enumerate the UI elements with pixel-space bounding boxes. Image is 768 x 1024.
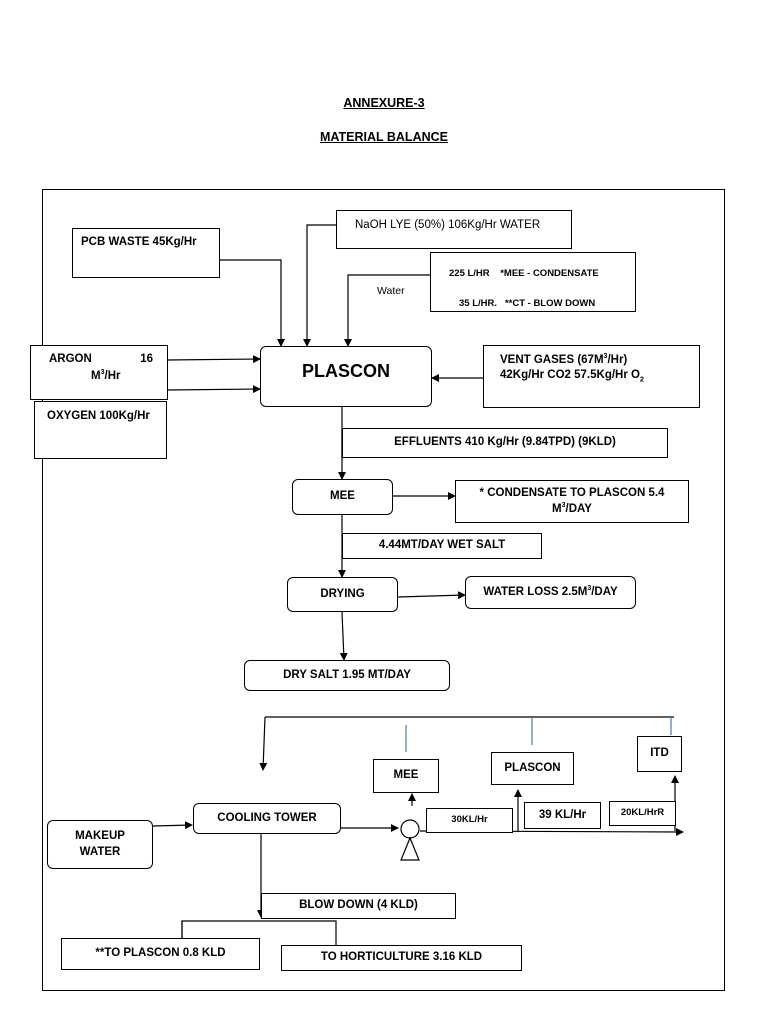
argon-label: ARGON (49, 353, 92, 365)
argon-value: 16 (140, 353, 154, 365)
mee-label: MEE (330, 490, 355, 503)
water-loss-exp: 3 (587, 585, 592, 593)
water-loss-label: WATER LOSS 2.5M (483, 586, 588, 599)
blow-down-box: BLOW DOWN (4 KLD) (261, 893, 456, 919)
water-label: Water (377, 285, 405, 297)
material-balance-title: MATERIAL BALANCE (319, 130, 448, 144)
water-loss-unit: /DAY (591, 586, 618, 599)
water-breakdown-box: 225 L/HR *MEE - CONDENSATE 35 L/HR. **CT… (430, 252, 636, 312)
argon-unit: M (91, 369, 101, 382)
cooling-tower-box: COOLING TOWER (193, 803, 341, 834)
flow-plascon-label: 39 KL/Hr (538, 808, 587, 821)
cooling-plascon-box: PLASCON (491, 752, 574, 785)
naoh-to-plascon-arrow (303, 224, 338, 347)
condensate-box: * CONDENSATE TO PLASCON 5.4 M3/DAY (455, 480, 689, 523)
condensate-exp: 3 (561, 502, 566, 510)
mee-box: MEE (292, 479, 393, 515)
cooling-mee-box: MEE (373, 759, 439, 793)
itd-label: ITD (650, 747, 669, 760)
plascon-label: PLASCON (301, 361, 390, 381)
flow-itd-label: 20KL/HrR (620, 807, 665, 819)
plascon-box: PLASCON (260, 346, 432, 407)
argon-unit-rest: /Hr (104, 369, 121, 382)
condensate-unit: M (552, 502, 562, 515)
wet-salt-box: 4.44MT/DAY WET SALT (342, 533, 542, 559)
drying-label: DRYING (320, 587, 365, 600)
drying-box: DRYING (287, 577, 398, 612)
argon-to-plascon-arrow (166, 355, 261, 364)
flow-mee-label: 30KL/Hr (451, 814, 488, 826)
water-loss-box: WATER LOSS 2.5M3/DAY (465, 576, 636, 609)
pcb-waste-label: PCB WASTE 45Kg/Hr (81, 236, 197, 248)
water-225-value: 225 L/HR (449, 268, 490, 279)
argon-box: ARGON 16 M3/Hr (30, 345, 168, 400)
condensate-label: * CONDENSATE TO PLASCON 5.4 (479, 486, 665, 499)
to-horticulture-box: TO HORTICULTURE 3.16 KLD (281, 945, 522, 971)
cooling-tower-label: COOLING TOWER (217, 811, 317, 824)
drying-to-waterloss-arrow (397, 591, 466, 600)
vent-gases-exp: 3 (603, 353, 608, 360)
flow-itd-box: 20KL/HrR (609, 801, 676, 826)
vent-gases-sub: 2 (639, 376, 644, 384)
effluents-box: EFFLUENTS 410 Kg/Hr (9.84TPD) (9KLD) (342, 428, 668, 458)
annexure-title: ANNEXURE-3 (343, 96, 425, 110)
vent-gases-composition: 42Kg/Hr CO2 57.5Kg/Hr O (500, 369, 640, 382)
cooling-plascon-label: PLASCON (504, 761, 561, 774)
pump-icon (400, 819, 420, 861)
vent-gases-unit: /Hr) (607, 353, 628, 366)
condensate-per-day: /DAY (565, 502, 592, 515)
water-35-value: 35 L/HR. (459, 298, 498, 309)
pcb-waste-box: PCB WASTE 45Kg/Hr (72, 228, 220, 278)
water-to-plascon-arrow (344, 274, 431, 347)
effluents-label: EFFLUENTS 410 Kg/Hr (9.84TPD) (9KLD) (394, 436, 616, 449)
argon-unit-exp: 3 (100, 368, 105, 376)
oxygen-label: OXYGEN 100Kg/Hr (47, 410, 150, 422)
itd-box: ITD (637, 736, 682, 772)
blow-down-label: BLOW DOWN (4 KLD) (299, 899, 418, 912)
pcb-to-plascon-arrow (219, 259, 285, 347)
return-to-cooling-arrow (259, 716, 268, 771)
naoh-lye-box: NaOH LYE (50%) 106Kg/Hr WATER (336, 210, 572, 249)
flow-mee-box: 30KL/Hr (426, 808, 513, 833)
water-225-note: *MEE - CONDENSATE (500, 268, 599, 279)
oxygen-to-plascon-arrow (166, 385, 261, 394)
makeup-water-box: MAKEUP WATER (47, 820, 153, 869)
naoh-lye-label: NaOH LYE (50%) 106Kg/Hr WATER (355, 219, 541, 231)
makeup-water-label: MAKEUP WATER (75, 829, 125, 858)
diagram-frame (42, 189, 725, 991)
dry-salt-label: DRY SALT 1.95 MT/DAY (283, 668, 411, 681)
to-horticulture-label: TO HORTICULTURE 3.16 KLD (320, 951, 483, 964)
to-plascon-label: **TO PLASCON 0.8 KLD (95, 947, 226, 960)
cooling-mee-label: MEE (393, 769, 419, 782)
dry-salt-box: DRY SALT 1.95 MT/DAY (244, 660, 450, 691)
vent-gases-box: VENT GASES (67M3/Hr) 42Kg/Hr CO2 57.5Kg/… (483, 345, 700, 408)
oxygen-box: OXYGEN 100Kg/Hr (34, 401, 167, 459)
water-35-note: **CT - BLOW DOWN (504, 298, 596, 309)
flow-plascon-box: 39 KL/Hr (524, 802, 601, 829)
wet-salt-label: 4.44MT/DAY WET SALT (378, 539, 506, 552)
drying-to-drysalt-arrow (339, 611, 348, 661)
makeup-to-cooling-arrow (152, 821, 193, 830)
to-plascon-box: **TO PLASCON 0.8 KLD (61, 938, 260, 970)
vent-gases-label: VENT GASES (67M (500, 353, 604, 366)
